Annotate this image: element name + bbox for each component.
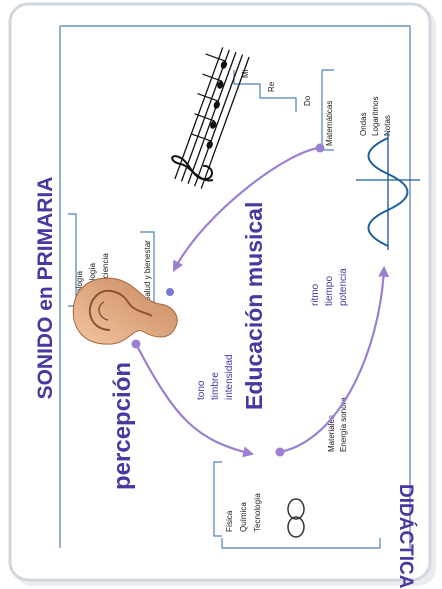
didactica-group-bracket: [213, 461, 222, 537]
didactica-group-item: Química: [239, 502, 248, 532]
music-prop: ritmo: [310, 283, 321, 306]
music-prop: potencia: [338, 268, 349, 306]
salud-group-item: Biología: [75, 271, 84, 300]
salud-group-bracket: [68, 213, 77, 307]
didactica-group-item: Tecnología: [253, 493, 262, 532]
ear-icon: [72, 277, 178, 345]
salud-y-bienestar: Salud y bienestar: [143, 240, 152, 302]
math-item: Ondas: [359, 112, 368, 136]
note-label: Re: [267, 81, 276, 92]
salud-group-item: Neurociencia: [101, 253, 110, 300]
arrow-percepcion-didactica: [135, 343, 255, 458]
arrow-matematicas-ear: [172, 146, 321, 272]
infinity-icon: [287, 498, 305, 538]
didactica-group-item: Física: [225, 510, 234, 532]
perception-prop: timbre: [210, 372, 221, 400]
title: SONIDO en PRIMARIA: [34, 177, 57, 400]
math-item: Notas: [383, 115, 392, 136]
frame: [8, 2, 432, 582]
music-prop: tiempo: [324, 276, 335, 306]
math-item: Logaritmos: [371, 96, 380, 136]
arrow-node: [275, 447, 285, 457]
sine-wave-icon: [356, 132, 420, 250]
materiales-item: Materiales: [327, 415, 336, 452]
arrow-node: [131, 339, 141, 349]
ear-dot: [166, 288, 174, 296]
notes-ladder: [233, 70, 297, 112]
materiales-item: Energía sonora: [339, 397, 348, 452]
note-label: Mi: [241, 69, 250, 78]
percepcion: percepción: [109, 362, 136, 490]
perception-prop: tono: [196, 380, 207, 400]
music-staff-icon: [171, 47, 250, 189]
matematicas: Matemáticas: [325, 101, 334, 146]
arrow-node: [315, 143, 325, 153]
didactica-label: DIDÁCTICA: [395, 484, 417, 589]
educacion-musical: Educación musical: [241, 202, 267, 410]
note-label: Do: [303, 95, 312, 106]
didactica-bracket: [221, 538, 381, 549]
arrow-musica-onda: [279, 265, 390, 454]
perception-prop: intensidad: [224, 354, 235, 400]
